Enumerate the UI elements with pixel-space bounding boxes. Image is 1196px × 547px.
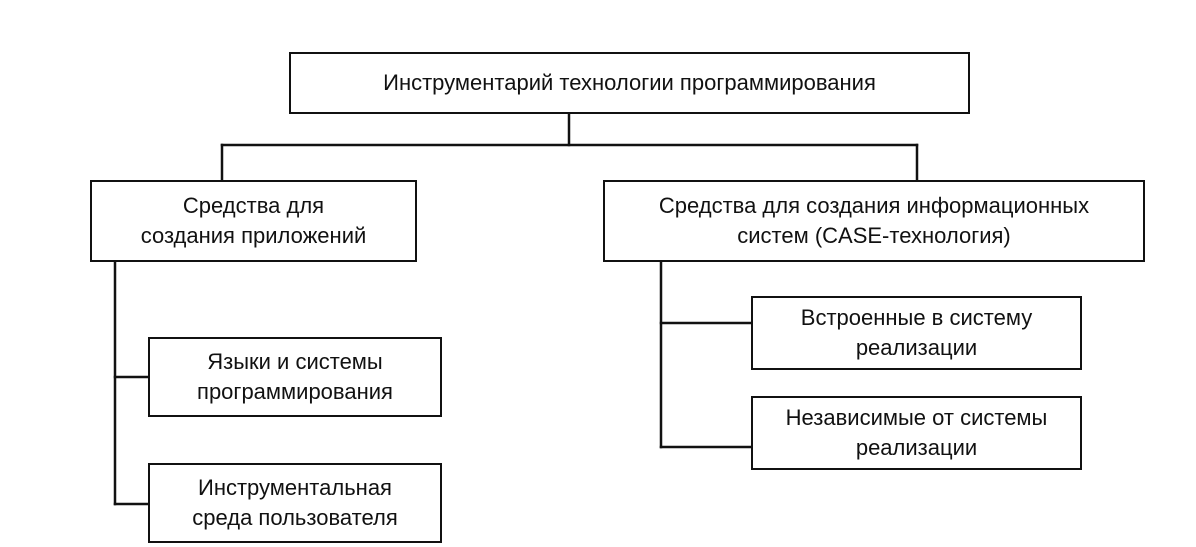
information-systems-tools-label: Средства для создания информационных сис… xyxy=(658,193,1090,248)
user-environment-node: Инструментальная среда пользователя xyxy=(148,463,442,543)
user-environment-label: Инструментальная среда пользователя xyxy=(192,475,398,530)
independent-node: Независимые от системы реализации xyxy=(751,396,1082,470)
information-systems-tools-node: Средства для создания информационных сис… xyxy=(603,180,1145,262)
root-node-label: Инструментарий технологии программирован… xyxy=(383,70,876,95)
application-tools-label: Средства для создания приложений xyxy=(140,193,367,248)
embedded-node: Встроенные в систему реализации xyxy=(751,296,1082,370)
application-tools-node: Средства для создания приложений xyxy=(90,180,417,262)
root-node: Инструментарий технологии программирован… xyxy=(289,52,970,114)
programming-languages-label: Языки и системы программирования xyxy=(197,349,393,404)
embedded-label: Встроенные в систему реализации xyxy=(800,305,1033,360)
independent-label: Независимые от системы реализации xyxy=(785,405,1048,460)
programming-languages-node: Языки и системы программирования xyxy=(148,337,442,417)
